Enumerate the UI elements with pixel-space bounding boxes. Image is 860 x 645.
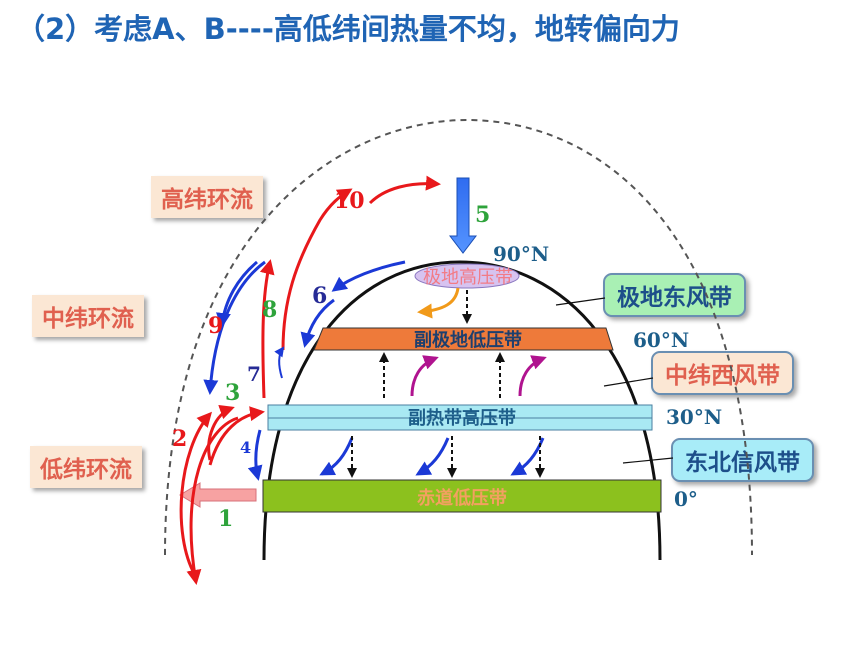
number-8: 8 (262, 297, 277, 323)
red-arrow-8-upper (281, 188, 353, 351)
red-arrow-8-inner (259, 259, 275, 399)
blue-arrow-4 (247, 429, 263, 481)
number-10: 10 (334, 188, 365, 214)
red-arrow-3b (208, 406, 265, 466)
polar-easterly-arrow (417, 287, 460, 319)
leader-westerly (603, 377, 654, 387)
high-latitude-circulation-label: 高纬环流 (151, 176, 263, 218)
number-7: 7 (247, 362, 261, 386)
page-title: （2）考虑A、B----高低纬间热量不均，地转偏向力 (16, 12, 680, 46)
number-3: 3 (225, 380, 240, 406)
blue-arrow-7 (274, 346, 285, 379)
trade-wind-arrow-1 (319, 437, 354, 476)
low-latitude-circulation-label: 低纬环流 (30, 446, 142, 488)
equatorial-low-band (262, 479, 662, 513)
equatorial-low-label: 赤道低压带 (417, 487, 507, 509)
red-arrow-3 (207, 404, 235, 461)
number-9: 9 (208, 313, 223, 339)
ne-trade-winds-label: 东北信风带 (671, 438, 814, 482)
descending-air-arrow-5 (448, 177, 478, 254)
latitude-0-label: 0° (674, 487, 698, 511)
red-arrow-2 (179, 411, 212, 576)
blue-arrow-9b (215, 260, 258, 328)
red-arrow-1 (186, 416, 239, 585)
surface-return-arrow-1 (179, 482, 257, 508)
atmosphere-outer-boundary (164, 118, 753, 556)
number-4: 4 (240, 438, 251, 457)
number-5: 5 (475, 202, 490, 228)
polar-high-ellipse (414, 263, 520, 289)
westerlies-label: 中纬西风带 (651, 351, 794, 395)
latitude-30-label: 30°N (666, 405, 722, 429)
number-2: 2 (172, 426, 187, 452)
blue-arrow-6 (300, 298, 335, 348)
subpolar-low-label: 副极地低压带 (414, 329, 522, 351)
blue-arrow-9 (203, 260, 266, 395)
subpolar-low-band (313, 327, 614, 351)
latitude-90-label: 90°N (493, 242, 549, 266)
leader-polar-east (555, 297, 606, 306)
number-6: 6 (312, 283, 327, 309)
polar-high-label: 极地高压带 (423, 267, 513, 288)
westerly-arrow-1 (410, 355, 439, 397)
trade-wind-arrow-2 (415, 437, 450, 476)
trade-wind-arrow-3 (510, 437, 545, 476)
earth-surface-arc (262, 260, 662, 561)
number-1: 1 (218, 506, 233, 532)
westerly-arrow-2 (518, 355, 547, 397)
red-arrow-10 (368, 175, 441, 205)
polar-easterlies-label: 极地东风带 (603, 273, 746, 317)
latitude-60-label: 60°N (633, 328, 689, 352)
blue-arrow-polar (331, 260, 406, 292)
leader-trade (622, 457, 674, 464)
mid-latitude-circulation-label: 中纬环流 (32, 295, 144, 337)
subtropical-high-label: 副热带高压带 (408, 407, 516, 429)
